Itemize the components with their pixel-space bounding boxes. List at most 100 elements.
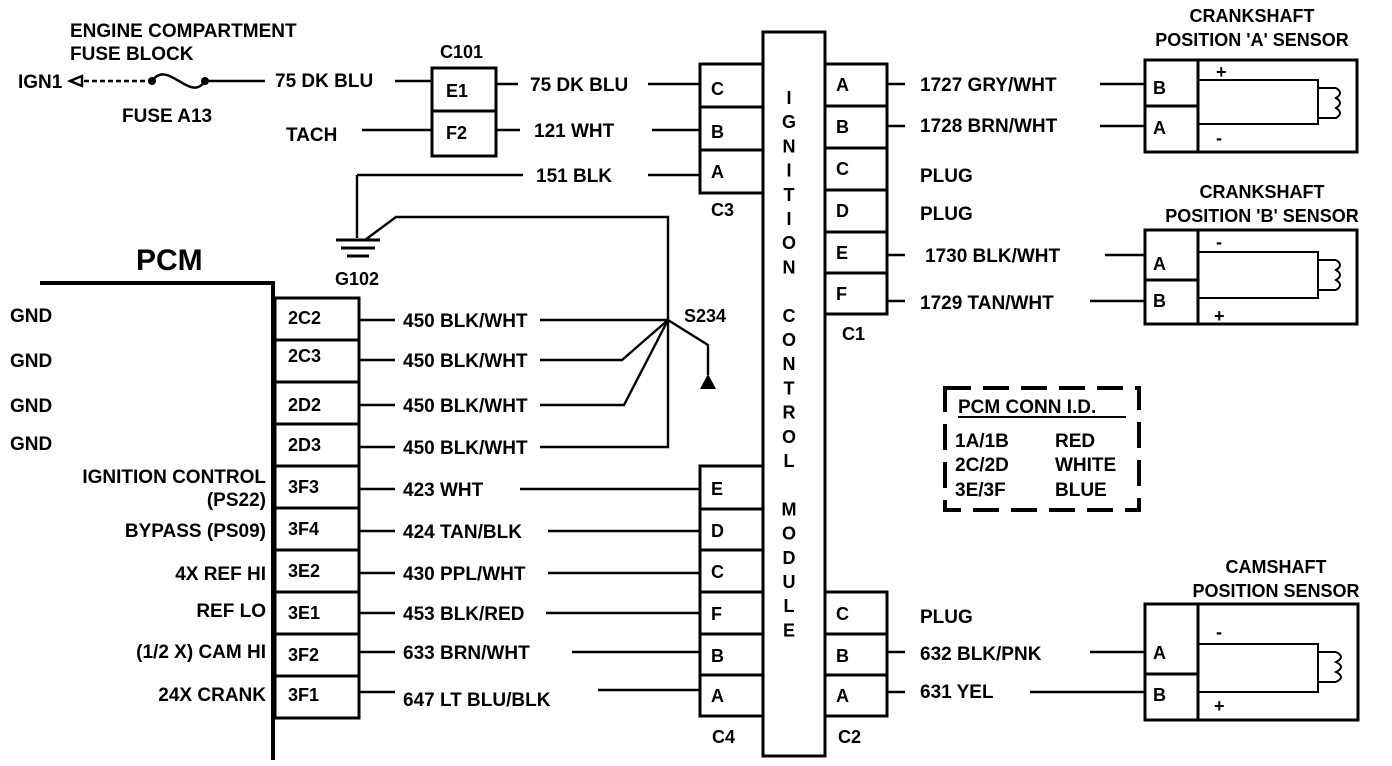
c1-pin-c: C — [836, 159, 849, 179]
c2-pin-a: A — [836, 686, 849, 706]
g102-label: G102 — [335, 269, 379, 289]
tach-label: TACH — [286, 125, 337, 146]
icm-title-letter: I — [786, 88, 791, 108]
c3-label: C3 — [711, 200, 734, 220]
c2-pin-b: B — [836, 646, 849, 666]
conn-id-white: WHITE — [1055, 455, 1116, 476]
icm-title-letter: I — [786, 161, 791, 181]
pcm-label-gnd: GND — [10, 396, 52, 417]
ground-circuit: 151 BLK G102 S234 — [335, 166, 726, 449]
pcm-pin-3e2: 3E2 — [288, 561, 320, 581]
pcm-wire-2d2: 450 BLK/WHT — [403, 396, 528, 417]
wire-1728: 1728 BRN/WHT — [920, 116, 1058, 137]
c101-wire-121: 121 WHT — [534, 121, 615, 142]
pcm-wire-3f2: 633 BRN/WHT — [403, 643, 530, 664]
pcm-conn-id-box: PCM CONN I.D. 1A/1B RED 2C/2D WHITE 3E/3… — [943, 386, 1141, 512]
wire-631: 631 YEL — [920, 682, 994, 703]
wire-1727: 1727 GRY/WHT — [920, 75, 1057, 96]
fuse-block-title-line2: FUSE BLOCK — [70, 44, 194, 65]
fuse-a13-label: FUSE A13 — [122, 106, 212, 127]
conn-id-2c2d: 2C/2D — [955, 455, 1009, 476]
camshaft-position-sensor: CAMSHAFT POSITION SENSOR A B - + — [1143, 557, 1360, 722]
pcm-wire-2c2: 450 BLK/WHT — [403, 311, 528, 332]
pcm-label-bypass: BYPASS (PS09) — [125, 521, 266, 542]
pcm-wire-3f1: 647 LT BLU/BLK — [403, 690, 551, 711]
c4-label: C4 — [712, 727, 735, 747]
connector-c3 — [698, 62, 765, 195]
pcm: PCM GND 2C2 450 BLK/WHT GND 2C3 450 BLK/… — [10, 244, 700, 760]
pcm-pin-2d2: 2D2 — [288, 395, 321, 415]
icm-title-letter: N — [783, 354, 796, 374]
c101-pin-e1: E1 — [446, 81, 468, 101]
sensor-a-minus: - — [1216, 128, 1222, 148]
icm-body — [761, 30, 827, 758]
icm-title-letter: M — [782, 499, 797, 519]
c1-wires: 1727 GRY/WHT 1728 BRN/WHT PLUG PLUG 1730… — [887, 75, 1145, 314]
s234-ground-icon — [700, 374, 716, 389]
c4-pin-c: C — [711, 562, 724, 582]
c4-pin-d: D — [711, 521, 724, 541]
pcm-label-gnd: GND — [10, 351, 52, 372]
pcm-pin-3e1: 3E1 — [288, 603, 320, 623]
cam-sensor-body — [1143, 602, 1360, 722]
c4-pin-e: E — [711, 479, 723, 499]
sensor-a-title-line1: CRANKSHAFT — [1190, 6, 1315, 26]
pcm-pin-2c2: 2C2 — [288, 308, 321, 328]
icm-title-letter: E — [783, 620, 795, 640]
c4-pin-f: F — [711, 604, 722, 624]
sensor-b-plus: + — [1214, 306, 1225, 326]
pcm-label-ignition-control: IGNITION CONTROL — [82, 467, 266, 488]
c4-pin-b: B — [711, 646, 724, 666]
c1-label: C1 — [842, 324, 865, 344]
ign1-arrow — [66, 74, 84, 88]
icm-title-letter: U — [783, 572, 796, 592]
ign1-label: IGN1 — [18, 72, 63, 93]
connector-c2 — [823, 590, 889, 718]
icm-title-letter: O — [782, 427, 796, 447]
cam-sensor-title-line1: CAMSHAFT — [1226, 557, 1327, 577]
cam-sensor-coil-icon — [1333, 651, 1342, 683]
pcm-wire-3e2: 430 PPL/WHT — [403, 564, 526, 585]
pcm-wire-3f4: 424 TAN/BLK — [403, 522, 522, 543]
pcm-label-gnd: GND — [10, 306, 52, 327]
icm-title-letter: R — [783, 403, 796, 423]
pcm-wire-3e1: 453 BLK/RED — [403, 604, 524, 625]
c2-pin-c: C — [836, 604, 849, 624]
icm-title-letter: O — [782, 233, 796, 253]
plug-c1-c: PLUG — [920, 166, 973, 187]
c1-pin-b: B — [836, 117, 849, 137]
ground-wire-label: 151 BLK — [536, 166, 612, 187]
cam-sensor-pin-b: B — [1153, 685, 1166, 705]
c2-label: C2 — [838, 727, 861, 747]
c3-pin-c: C — [711, 79, 724, 99]
sensor-b-pin-a: A — [1153, 254, 1166, 274]
connector-c101: C101 E1 F2 75 DK BLU 121 WHT — [430, 42, 700, 158]
icm-title-letter: O — [782, 524, 796, 544]
icm-title-letter: N — [783, 136, 796, 156]
icm-title-letter: T — [784, 185, 795, 205]
wire-1730: 1730 BLK/WHT — [925, 246, 1061, 267]
pcm-wire-3f3: 423 WHT — [403, 480, 484, 501]
fuse-block: ENGINE COMPARTMENT FUSE BLOCK IGN1 FUSE … — [18, 21, 432, 146]
c1-pin-e: E — [836, 243, 848, 263]
cam-sensor-minus: - — [1216, 622, 1222, 642]
icm-title-letter: C — [783, 306, 796, 326]
plug-c1-d: PLUG — [920, 204, 973, 225]
fuse-block-title-line1: ENGINE COMPARTMENT — [70, 21, 297, 42]
crankshaft-position-a-sensor: CRANKSHAFT POSITION 'A' SENSOR B A + - — [1143, 6, 1359, 154]
icm-title-letter: L — [784, 451, 795, 471]
c4-pin-a: A — [711, 686, 724, 706]
c101-label: C101 — [440, 42, 483, 62]
sensor-a-plus: + — [1216, 62, 1227, 82]
pcm-wire-2c3: 450 BLK/WHT — [403, 351, 528, 372]
pcm-label-cam-hi: (1/2 X) CAM HI — [136, 642, 266, 663]
s234-label: S234 — [684, 306, 726, 326]
icm-title-letter: I — [786, 209, 791, 229]
cam-sensor-title-line2: POSITION SENSOR — [1192, 581, 1359, 601]
c101-wire-75: 75 DK BLU — [530, 75, 628, 96]
cam-sensor-pin-a: A — [1153, 643, 1166, 663]
cam-sensor-plus: + — [1214, 696, 1225, 716]
